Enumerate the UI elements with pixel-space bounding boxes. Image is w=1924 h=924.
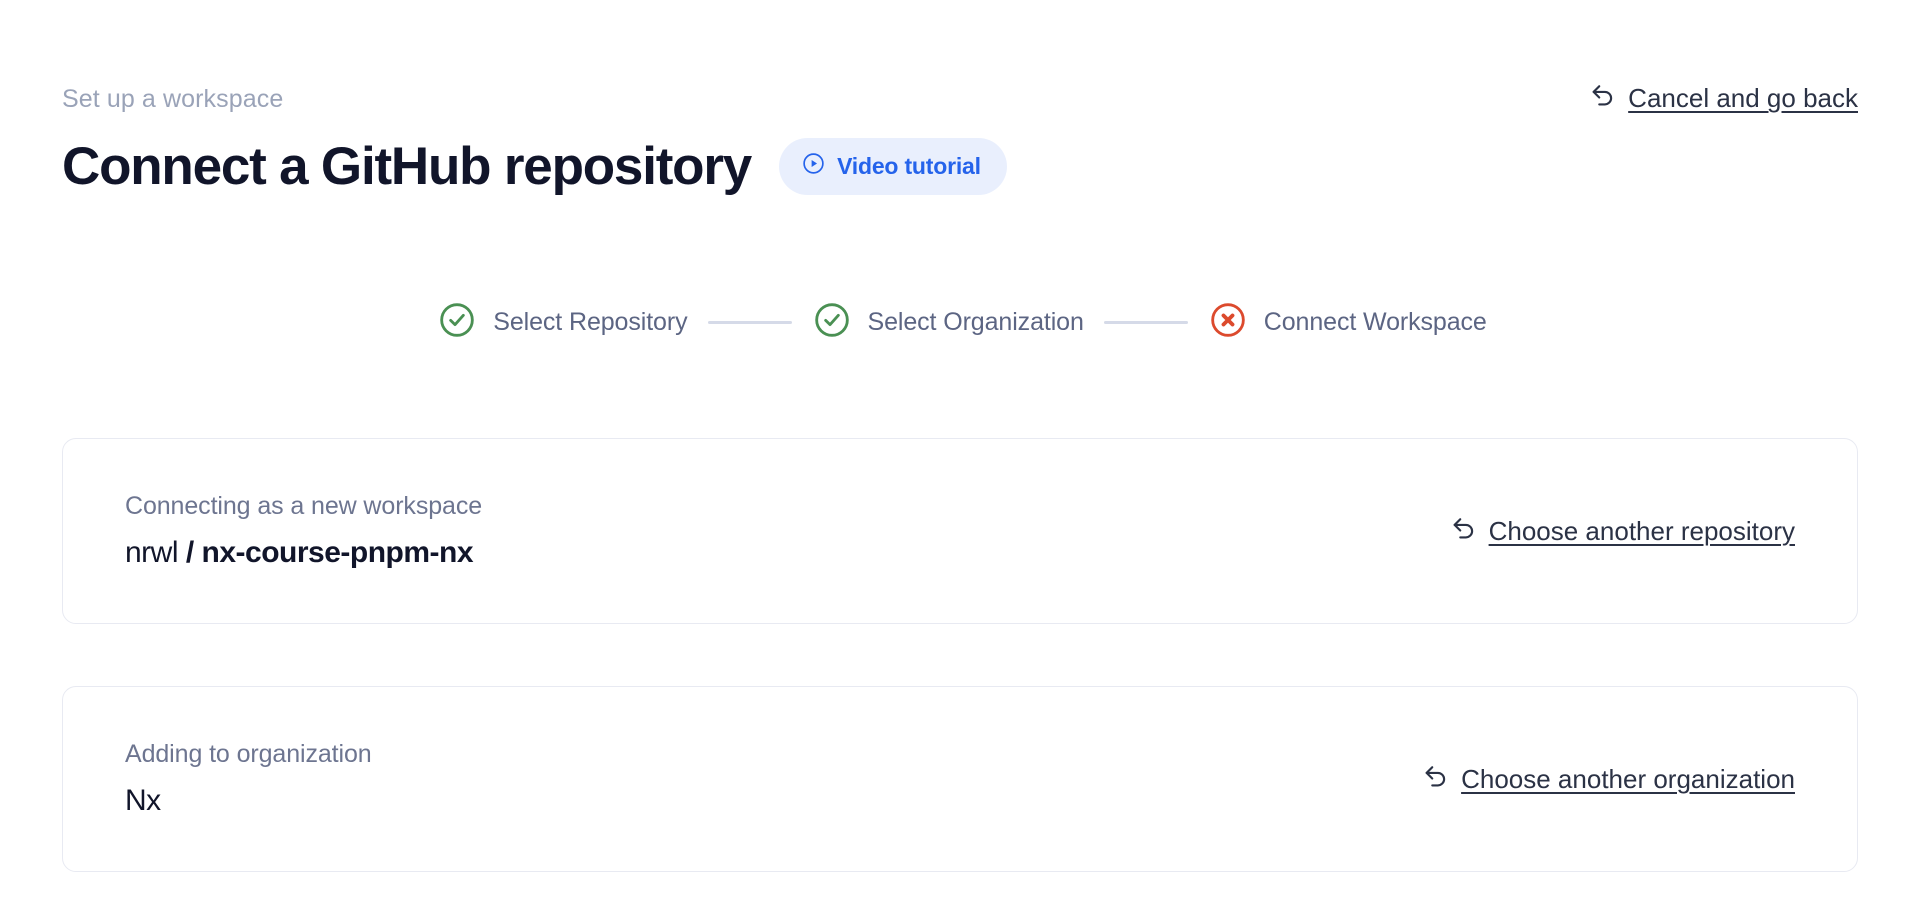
step-label-select-repository: Select Repository (493, 308, 688, 336)
cancel-and-go-back-label: Cancel and go back (1628, 83, 1858, 113)
organization-card: Adding to organization Nx Choose another… (62, 686, 1858, 872)
step-label-select-organization: Select Organization (867, 308, 1084, 336)
page-eyebrow: Set up a workspace (62, 85, 284, 113)
title-row: Connect a GitHub repository Video tutori… (62, 137, 1858, 196)
organization-card-caption: Adding to organization (125, 740, 372, 769)
repository-card-inner: Connecting as a new workspace nrwl / nx-… (63, 439, 1857, 623)
choose-another-organization-label: Choose another organization (1461, 763, 1795, 794)
check-circle-icon (812, 300, 852, 345)
repository-card-text: Connecting as a new workspace nrwl / nx-… (125, 491, 482, 570)
step-label-connect-workspace: Connect Workspace (1263, 308, 1487, 336)
organization-card-value: Nx (125, 783, 372, 819)
step-select-repository[interactable]: Select Repository (437, 300, 688, 345)
organization-name: Nx (125, 783, 161, 817)
repository-owner: nrwl (125, 535, 179, 569)
organization-card-text: Adding to organization Nx (125, 739, 372, 818)
check-circle-icon (437, 300, 477, 345)
page-header: Set up a workspace Cancel and go back Co… (62, 83, 1858, 196)
video-tutorial-label: Video tutorial (837, 153, 981, 180)
repository-card: Connecting as a new workspace nrwl / nx-… (62, 438, 1858, 624)
arrow-uturn-left-icon (1421, 761, 1451, 798)
repository-name: nx-course-pnpm-nx (201, 535, 474, 569)
video-tutorial-button[interactable]: Video tutorial (779, 138, 1007, 196)
step-connector-2 (1103, 321, 1188, 324)
play-circle-icon (801, 151, 826, 182)
step-connect-workspace[interactable]: Connect Workspace (1208, 300, 1487, 345)
step-select-organization[interactable]: Select Organization (812, 300, 1084, 345)
choose-another-repository-label: Choose another repository (1488, 515, 1795, 546)
choose-another-organization-link[interactable]: Choose another organization (1421, 761, 1795, 798)
arrow-uturn-left-icon (1588, 80, 1618, 117)
header-top-row: Set up a workspace Cancel and go back (62, 83, 1858, 117)
x-circle-icon (1208, 300, 1248, 345)
organization-card-inner: Adding to organization Nx Choose another… (63, 687, 1857, 871)
page-title: Connect a GitHub repository (62, 137, 752, 196)
progress-stepper: Select Repository Select Organization Co… (0, 300, 1924, 345)
repository-card-caption: Connecting as a new workspace (125, 492, 483, 521)
choose-another-repository-link[interactable]: Choose another repository (1449, 513, 1795, 550)
cancel-and-go-back-link[interactable]: Cancel and go back (1588, 80, 1858, 117)
repository-separator: / (178, 535, 202, 569)
repository-card-value: nrwl / nx-course-pnpm-nx (125, 535, 482, 571)
arrow-uturn-left-icon (1449, 513, 1479, 550)
step-connector-1 (707, 321, 792, 324)
